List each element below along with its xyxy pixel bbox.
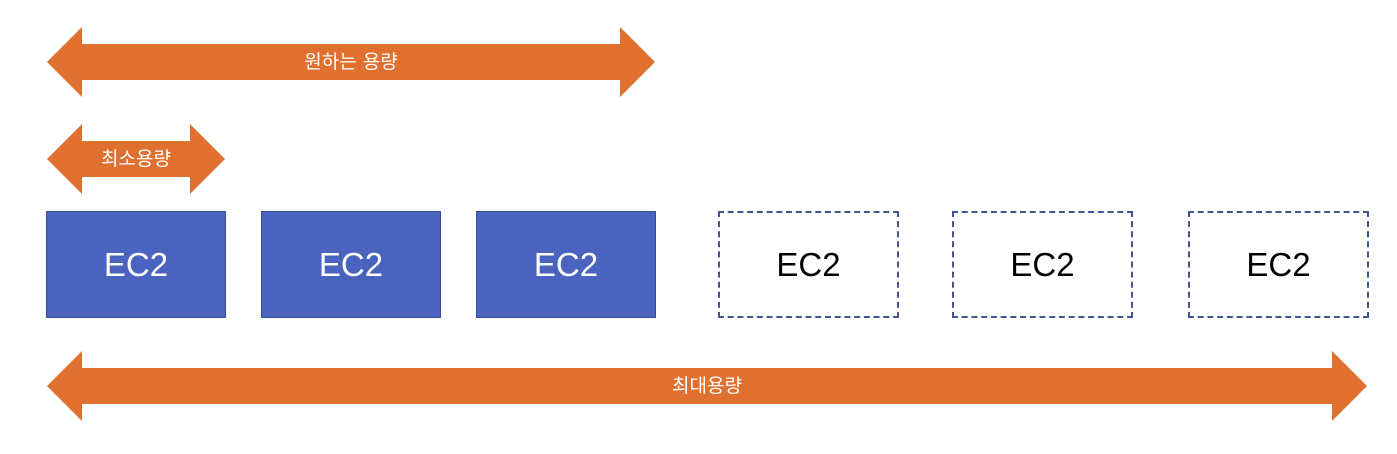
ec2-instance-box-potential: EC2 — [1188, 211, 1369, 318]
ec2-instance-box-potential: EC2 — [952, 211, 1133, 318]
ec2-instance-box-potential: EC2 — [718, 211, 899, 318]
ec2-instance-box: EC2 — [476, 211, 656, 318]
maximum-capacity-label: 최대용량 — [672, 375, 742, 397]
ec2-instance-box: EC2 — [46, 211, 226, 318]
desired-capacity-label: 원하는 용량 — [304, 51, 398, 73]
ec2-instance-box: EC2 — [261, 211, 441, 318]
minimum-capacity-label: 최소용량 — [101, 148, 171, 170]
